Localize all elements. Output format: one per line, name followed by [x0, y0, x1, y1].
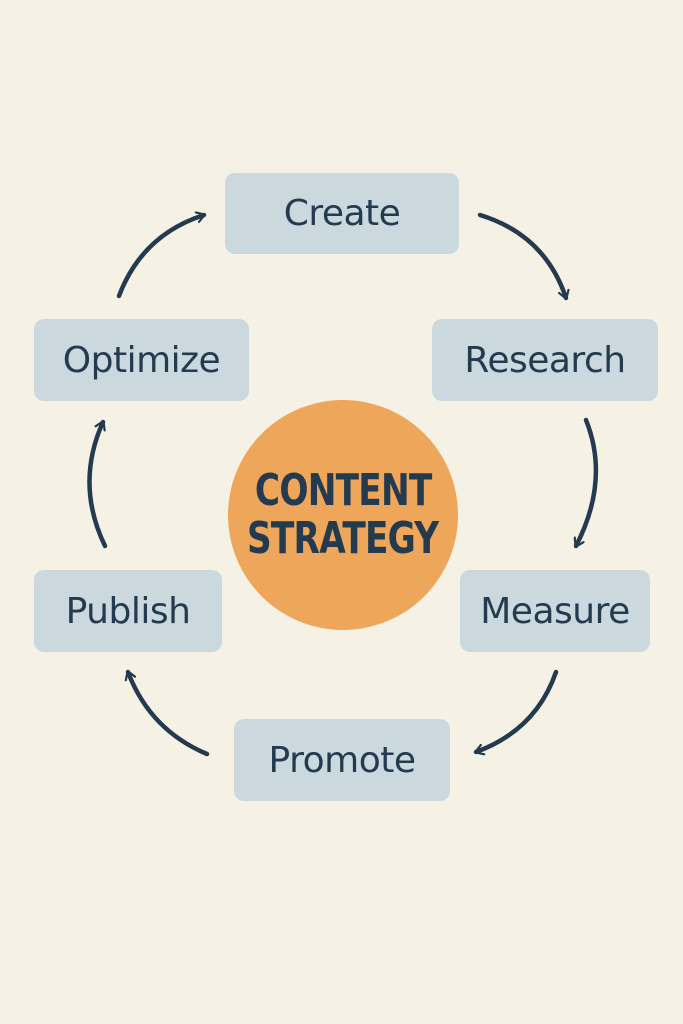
arrow-research-to-measure [576, 417, 599, 549]
step-optimize: Optimize [34, 319, 249, 401]
center-title-line1: CONTENT [254, 465, 432, 516]
arrow-create-to-research [477, 212, 566, 301]
step-optimize-label: Optimize [62, 339, 221, 381]
step-publish: Publish [34, 570, 222, 652]
step-measure: Measure [460, 570, 650, 652]
step-promote-label: Promote [268, 739, 416, 781]
center-title-line2: STRATEGY [247, 513, 439, 564]
step-research-label: Research [464, 339, 626, 381]
center-hub: CONTENT STRATEGY [228, 400, 458, 630]
step-publish-label: Publish [65, 590, 191, 632]
step-research: Research [432, 319, 658, 401]
step-measure-label: Measure [480, 590, 630, 632]
step-promote: Promote [234, 719, 450, 801]
arrow-optimize-to-create [116, 215, 207, 299]
arrow-publish-to-optimize [87, 419, 108, 549]
step-create: Create [225, 173, 459, 254]
step-create-label: Create [283, 193, 401, 234]
arrow-measure-to-promote [473, 669, 559, 752]
arrow-promote-to-publish [128, 669, 210, 757]
